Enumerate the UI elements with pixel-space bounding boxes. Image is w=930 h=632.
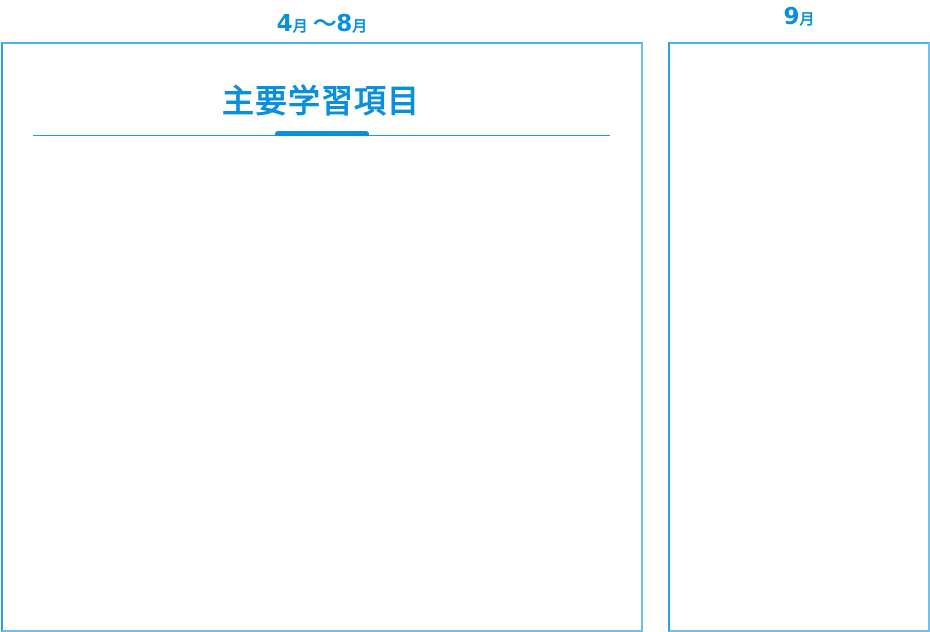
period-start-month: 4: [276, 11, 293, 37]
title-accent-bar: [275, 131, 369, 136]
period-end-month: 8: [336, 11, 353, 37]
period-heading-sep: 9月: [668, 4, 930, 30]
month-unit: 月: [352, 17, 368, 35]
period-heading-apr-aug: 4月 〜8月: [1, 4, 643, 38]
month-unit: 月: [292, 17, 308, 35]
main-learning-items-title: 主要学習項目: [221, 82, 420, 120]
month-unit: 月: [799, 10, 815, 28]
apr-aug-panel: [1, 42, 643, 632]
range-separator: 〜: [313, 11, 337, 37]
period-month: 9: [783, 4, 800, 30]
sep-panel: [668, 42, 930, 632]
